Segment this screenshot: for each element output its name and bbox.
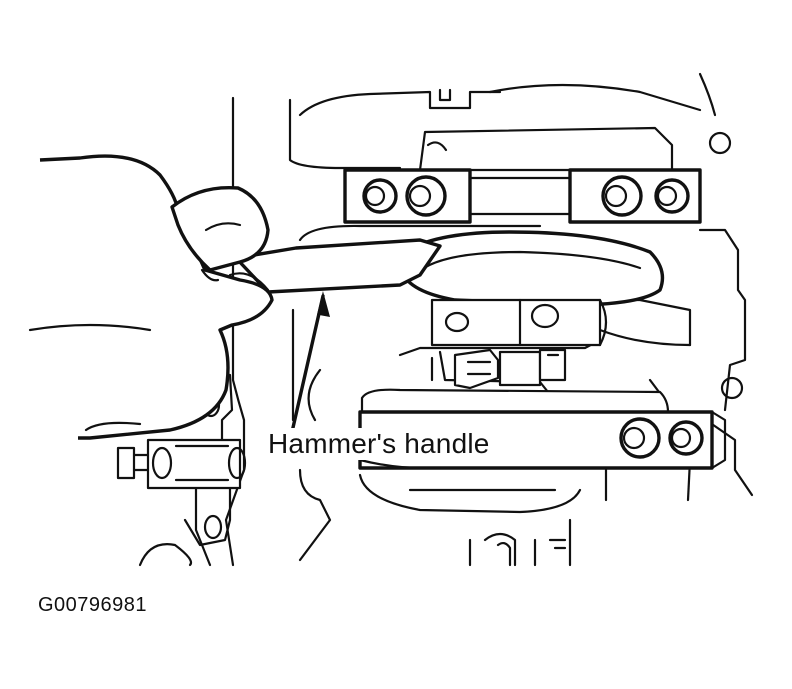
hand	[28, 154, 274, 440]
tappet-adjuster	[430, 348, 567, 394]
right-guide	[710, 410, 727, 470]
callout-leader	[290, 291, 331, 434]
upper-bearing-cap	[343, 126, 702, 224]
middle-journal-cap	[430, 298, 608, 347]
lower-block	[138, 463, 582, 567]
callout-label-hammer-handle: Hammer's handle	[266, 428, 492, 460]
camshaft-lobe	[400, 230, 665, 307]
hammer-handle	[234, 238, 442, 294]
left-bracket	[116, 373, 247, 547]
figure-code: G00796981	[38, 594, 148, 616]
